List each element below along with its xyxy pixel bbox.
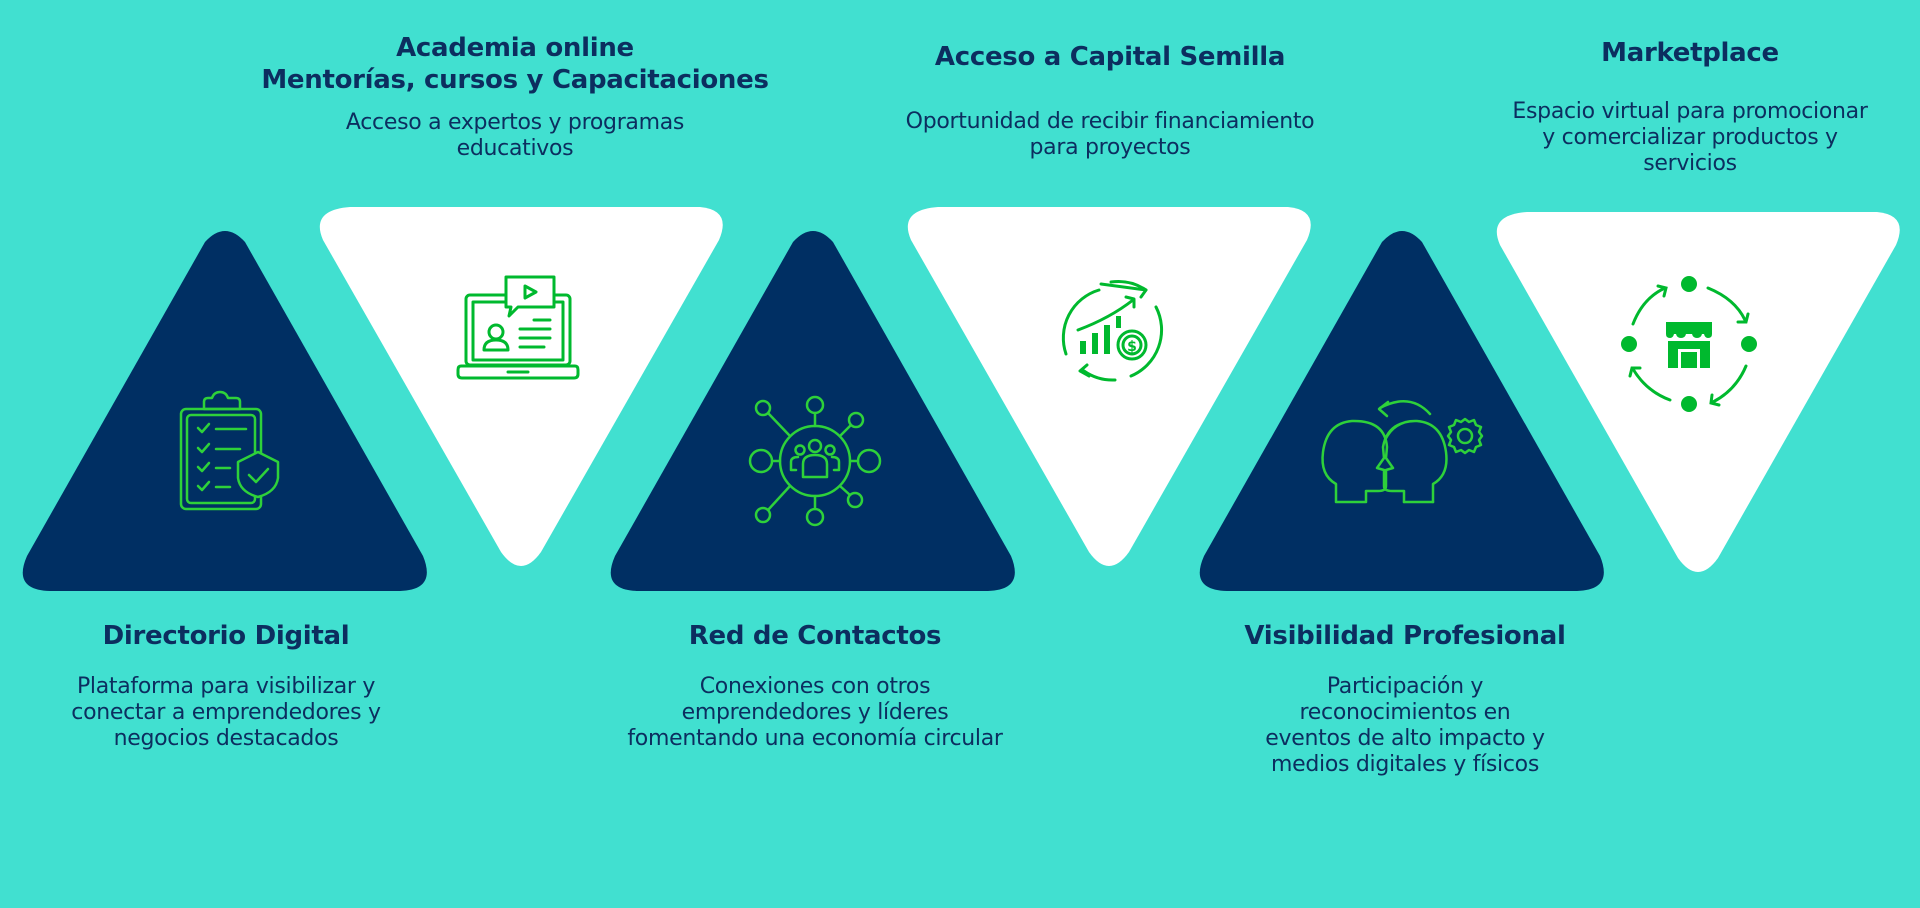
feature-marketplace: Marketplace Espacio virtual para promoci…	[1470, 37, 1910, 177]
desc-line: emprendedores y líderes	[681, 700, 949, 725]
feature-directorio: Directorio Digital Plataforma para visib…	[20, 620, 432, 752]
title-line: Marketplace	[1601, 38, 1779, 68]
desc-line: educativos	[456, 136, 574, 161]
heads-exchange-icon	[1321, 400, 1484, 504]
desc-line: Acceso a expertos y programas	[345, 110, 685, 135]
triangle-visibilidad	[1199, 231, 1604, 591]
desc-line: Conexiones con otros	[699, 674, 931, 699]
title-line: Academia online	[396, 33, 634, 63]
feature-description: Oportunidad de recibir financiamiento pa…	[860, 109, 1360, 161]
network-people-icon	[748, 395, 882, 527]
feature-title: Academia online Mentorías, cursos y Capa…	[240, 32, 790, 96]
triangle-academia	[319, 207, 723, 566]
feature-title: Visibilidad Profesional	[1200, 620, 1610, 652]
desc-line: Espacio virtual para promocionar	[1512, 99, 1868, 124]
title-line: Directorio Digital	[102, 621, 350, 651]
desc-line: eventos de alto impacto y	[1265, 726, 1545, 751]
clipboard-shield-icon	[179, 390, 280, 511]
growth-money-icon: $	[1061, 280, 1164, 382]
feature-description: Plataforma para visibilizar y conectar a…	[20, 674, 432, 752]
laptop-video-icon	[456, 275, 580, 380]
feature-visibilidad: Visibilidad Profesional Participación y …	[1200, 620, 1610, 778]
desc-line: Oportunidad de recibir financiamiento	[905, 109, 1315, 134]
feature-title: Red de Contactos	[600, 620, 1030, 652]
desc-line: fomentando una economía circular	[627, 726, 1003, 751]
title-line: Visibilidad Profesional	[1244, 621, 1566, 651]
feature-description: Acceso a expertos y programas educativos	[240, 110, 790, 162]
feature-academia: Academia online Mentorías, cursos y Capa…	[240, 32, 790, 162]
title-line: Acceso a Capital Semilla	[934, 42, 1286, 72]
desc-line: servicios	[1643, 151, 1737, 176]
triangle-marketplace	[1496, 212, 1900, 572]
feature-description: Conexiones con otros emprendedores y líd…	[600, 674, 1030, 752]
feature-title: Acceso a Capital Semilla	[860, 41, 1360, 73]
feature-capital: Acceso a Capital Semilla Oportunidad de …	[860, 41, 1360, 161]
feature-description: Espacio virtual para promocionar y comer…	[1470, 99, 1910, 177]
triangle-red	[610, 231, 1015, 591]
title-line: Red de Contactos	[688, 621, 942, 651]
feature-description: Participación y reconocimientos en event…	[1200, 674, 1610, 778]
desc-line: para proyectos	[1029, 135, 1191, 160]
title-line: Mentorías, cursos y Capacitaciones	[261, 65, 769, 95]
desc-line: negocios destacados	[113, 726, 339, 751]
desc-line: medios digitales y físicos	[1271, 752, 1539, 777]
desc-line: y comercializar productos y	[1542, 125, 1838, 150]
svg-text:$: $	[1127, 339, 1137, 355]
desc-line: Participación y	[1326, 674, 1484, 699]
feature-red: Red de Contactos Conexiones con otros em…	[600, 620, 1030, 752]
desc-line: reconocimientos en	[1299, 700, 1511, 725]
store-cycle-icon	[1621, 276, 1757, 412]
desc-line: Plataforma para visibilizar y	[76, 674, 376, 699]
triangle-capital	[907, 207, 1311, 566]
feature-title: Directorio Digital	[20, 620, 432, 652]
desc-line: conectar a emprendedores y	[71, 700, 381, 725]
triangle-directorio	[22, 231, 427, 591]
feature-title: Marketplace	[1470, 37, 1910, 69]
